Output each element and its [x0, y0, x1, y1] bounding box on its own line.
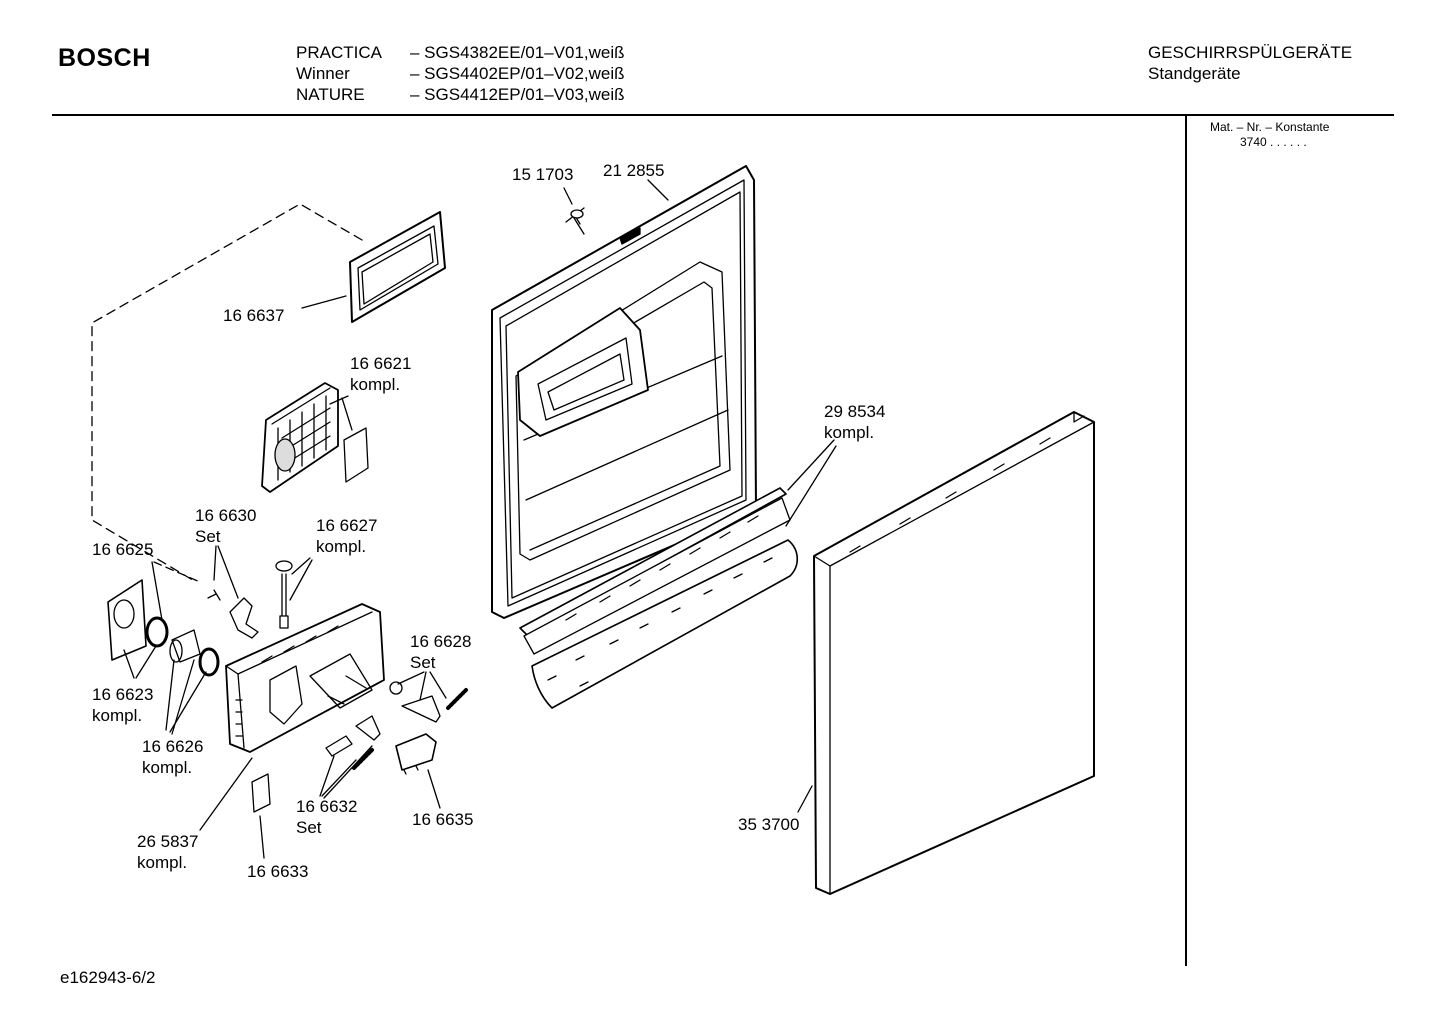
model-name-1: PRACTICA: [296, 43, 382, 62]
part-label-166635: 16 6635: [412, 810, 474, 829]
control-housing-part: [226, 604, 384, 752]
spring-set-part: [326, 716, 380, 768]
model-name-2: Winner: [296, 64, 350, 83]
clip-part: [252, 774, 270, 812]
part-label-166630: 16 6630: [195, 506, 257, 525]
part-label-298534: 29 8534: [824, 402, 886, 421]
part-label-265837: 26 5837: [137, 832, 199, 851]
part-note-166627: kompl.: [316, 537, 367, 556]
part-note-166623: kompl.: [92, 706, 143, 725]
inner-door-part: [492, 166, 756, 618]
part-label-151703: 15 1703: [512, 165, 574, 184]
part-label-166633: 16 6633: [247, 862, 309, 881]
mat-nr-value: 3740 . . . . . .: [1240, 135, 1307, 149]
switch-part: [396, 734, 436, 774]
part-label-166626: 16 6626: [142, 737, 204, 756]
mat-nr-label: Mat. – Nr. – Konstante: [1210, 120, 1330, 134]
part-label-166625: 16 6625: [92, 540, 154, 559]
knob-parts: [108, 580, 218, 675]
sidebar-divider: [1185, 116, 1187, 966]
model-name-3: NATURE: [296, 85, 365, 104]
part-label-166628: 16 6628: [410, 632, 472, 651]
part-note-166621: kompl.: [350, 375, 401, 394]
model-code-2: – SGS4402EP/01–V02,weiß: [410, 64, 625, 83]
part-note-166628: Set: [410, 653, 436, 672]
part-note-265837: kompl.: [137, 853, 188, 872]
window-frame-part: [350, 212, 445, 322]
model-code-1: – SGS4382EE/01–V01,weiß: [410, 43, 625, 62]
subcategory-title: Standgeräte: [1148, 64, 1241, 83]
part-label-166627: 16 6627: [316, 516, 378, 535]
part-label-353700: 35 3700: [738, 815, 800, 834]
brand-logo: BOSCH: [58, 44, 151, 72]
part-note-166632: Set: [296, 818, 322, 837]
part-label-166621: 16 6621: [350, 354, 412, 373]
latch-set-part: [390, 682, 466, 722]
pin-part: [276, 561, 292, 628]
part-label-166632: 16 6632: [296, 797, 358, 816]
part-note-298534: kompl.: [824, 423, 875, 442]
part-label-212855: 21 2855: [603, 161, 665, 180]
drawing-id: e162943-6/2: [60, 968, 156, 987]
header-rule: [52, 114, 1394, 116]
category-title: GESCHIRRSPÜLGERÄTE: [1148, 43, 1353, 62]
assembly-dashed-line: [92, 204, 362, 582]
door-rail-part: [520, 488, 797, 708]
part-label-166637: 16 6637: [223, 306, 285, 325]
part-note-166626: kompl.: [142, 758, 193, 777]
outer-door-panel: [814, 412, 1094, 894]
part-label-166623: 16 6623: [92, 685, 154, 704]
lever-set-part: [208, 590, 258, 638]
leader-lines: [124, 180, 836, 858]
model-code-3: – SGS4412EP/01–V03,weiß: [410, 85, 625, 104]
filter-part: [262, 383, 368, 492]
part-note-166630: Set: [195, 527, 221, 546]
